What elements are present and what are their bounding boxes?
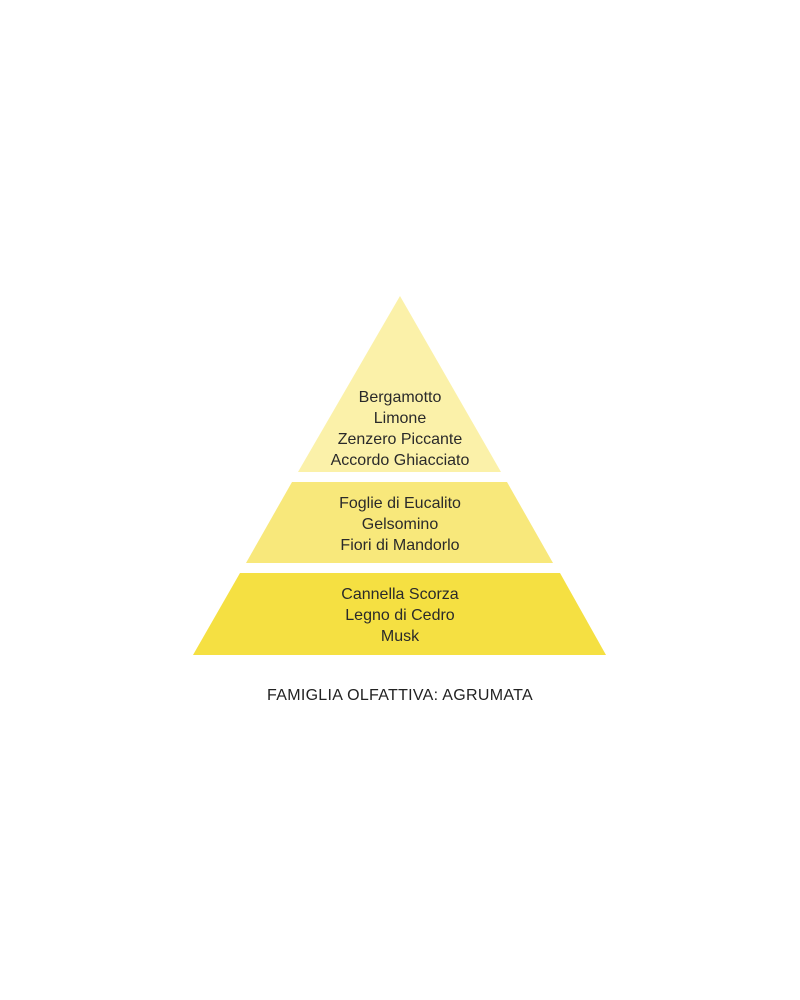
note: Fiori di Mandorlo xyxy=(340,537,460,554)
base-notes: Cannella Scorza Legno di Cedro Musk xyxy=(200,584,600,647)
note: Cannella Scorza xyxy=(341,586,459,603)
top-notes: Bergamotto Limone Zenzero Piccante Accor… xyxy=(200,387,600,471)
pyramid-tier-base xyxy=(193,573,606,655)
note: Musk xyxy=(380,628,420,645)
note: Bergamotto xyxy=(358,389,442,406)
note: Zenzero Piccante xyxy=(337,431,463,448)
heart-notes: Foglie di Eucalito Gelsomino Fiori di Ma… xyxy=(200,493,600,556)
pyramid-tier-heart xyxy=(246,482,553,563)
note: Gelsomino xyxy=(361,516,439,533)
note: Accordo Ghiacciato xyxy=(330,452,470,469)
olfactory-family-caption: FAMIGLIA OLFATTIVA: AGRUMATA xyxy=(267,687,533,704)
note: Foglie di Eucalito xyxy=(339,495,461,512)
pyramid-tier-top xyxy=(298,296,501,472)
note: Legno di Cedro xyxy=(345,607,455,624)
note: Limone xyxy=(373,410,427,427)
